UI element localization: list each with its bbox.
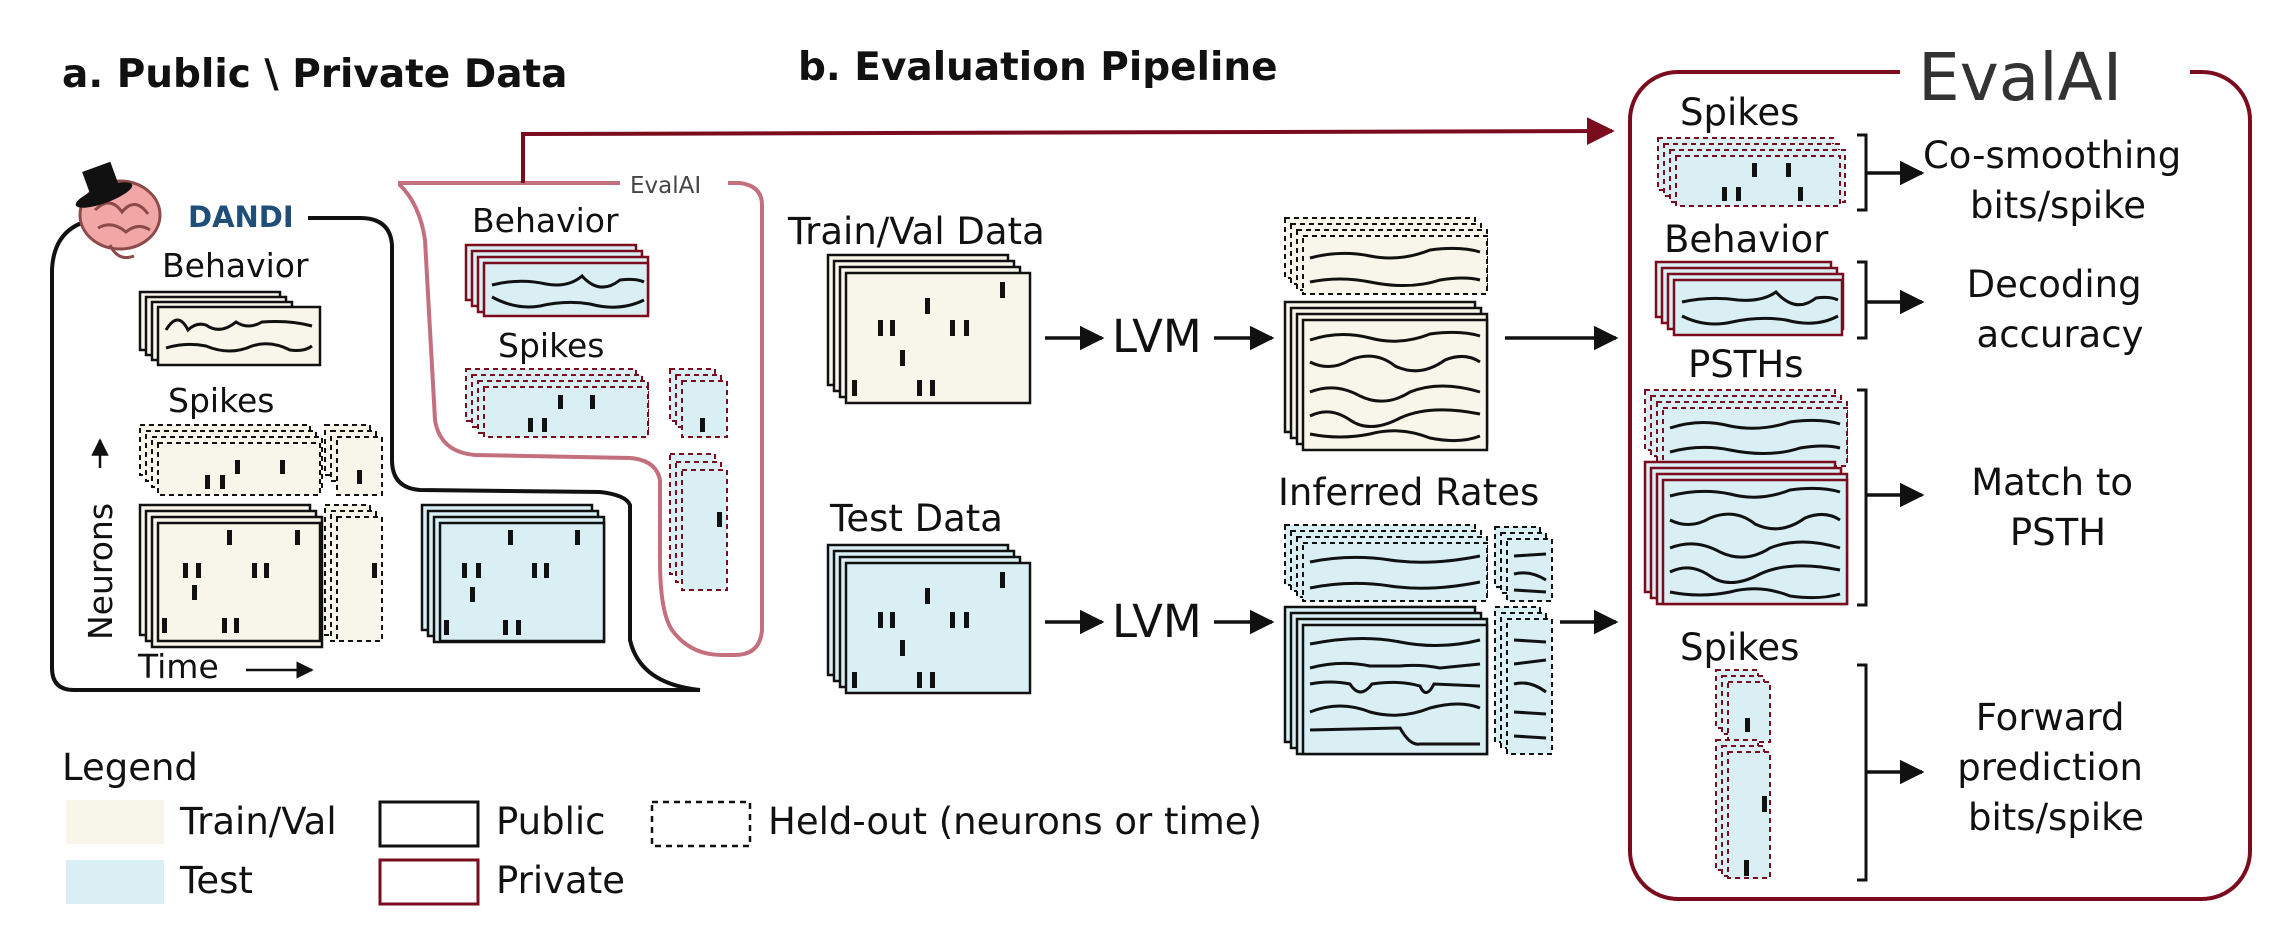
metric-psth: Match to PSTH bbox=[1971, 461, 2145, 554]
dandi-logo: DANDI bbox=[75, 161, 294, 260]
inferred-rates-label: Inferred Rates bbox=[1278, 471, 1539, 514]
metric-decoding-line2: accuracy bbox=[1977, 313, 2144, 356]
evalai-logo: EvalAI bbox=[1918, 39, 2122, 116]
psths-label: PSTHs bbox=[1688, 343, 1804, 386]
metric-cosmoothing-line1: Co-smoothing bbox=[1923, 134, 2181, 177]
metric-decoding: Decoding accuracy bbox=[1967, 263, 2154, 356]
metric-cosmoothing-line2: bits/spike bbox=[1970, 184, 2146, 227]
forward-bracket bbox=[1857, 663, 1868, 882]
psths-stack bbox=[1643, 389, 1849, 606]
behavior-public-stack bbox=[138, 290, 322, 367]
test-data-stack bbox=[826, 543, 1032, 695]
lvm-bottom-label: LVM bbox=[1112, 595, 1202, 648]
spikes-public-stack bbox=[138, 503, 383, 649]
spikes-cosmoothing-stack bbox=[1657, 137, 1846, 207]
behavior-private-label: Behavior bbox=[472, 201, 619, 240]
train-inferred-rates-stack bbox=[1283, 217, 1489, 452]
decoding-bracket bbox=[1857, 260, 1868, 340]
legend-test: Test bbox=[179, 859, 253, 902]
panel-b-title: b. Evaluation Pipeline bbox=[798, 45, 1278, 90]
legend-swatch-held-out bbox=[650, 800, 752, 848]
test-data-label: Test Data bbox=[829, 497, 1003, 540]
public-boundary bbox=[50, 216, 701, 692]
spikes-forward-stack bbox=[1715, 669, 1771, 879]
spikes-private-label: Spikes bbox=[498, 326, 605, 365]
train-val-data-label: Train/Val Data bbox=[787, 210, 1045, 253]
legend-title: Legend bbox=[62, 746, 198, 789]
behavior-evalai-label: Behavior bbox=[1664, 218, 1829, 261]
spikes-private-stack bbox=[465, 368, 728, 591]
top-hat-icon bbox=[75, 161, 133, 208]
legend-held-out: Held-out (neurons or time) bbox=[768, 800, 1262, 843]
metric-forward-line2: prediction bbox=[1957, 746, 2143, 789]
spikes-top-label: Spikes bbox=[1680, 91, 1799, 134]
test-inferred-rates-stack bbox=[1283, 524, 1553, 756]
test-spikes-stack bbox=[420, 503, 606, 644]
legend: Legend Train/Val Test Public Private Hel… bbox=[62, 746, 1262, 906]
neurons-axis-label: Neurons bbox=[81, 503, 120, 640]
behavior-public-label: Behavior bbox=[162, 246, 309, 285]
metric-psth-line2: PSTH bbox=[2010, 511, 2106, 554]
legend-swatch-train-val bbox=[66, 800, 164, 844]
legend-private: Private bbox=[496, 859, 625, 902]
metric-forward-line3: bits/spike bbox=[1968, 796, 2144, 839]
time-axis-label: Time bbox=[137, 647, 219, 686]
panel-a-title: a. Public \ Private Data bbox=[62, 52, 567, 97]
train-val-data-stack bbox=[826, 253, 1032, 405]
behavior-private-stack bbox=[464, 243, 650, 318]
legend-swatch-private bbox=[378, 858, 480, 906]
legend-swatch-test bbox=[66, 860, 164, 904]
legend-train-val: Train/Val bbox=[179, 800, 337, 843]
metric-forward: Forward prediction bits/spike bbox=[1957, 696, 2154, 839]
lvm-top-label: LVM bbox=[1112, 310, 1202, 363]
dandi-label: DANDI bbox=[188, 200, 294, 234]
cosmoothing-bracket bbox=[1857, 133, 1868, 212]
psth-bracket bbox=[1857, 388, 1868, 607]
spikes-public-label: Spikes bbox=[168, 381, 275, 420]
legend-swatch-public bbox=[378, 800, 480, 848]
private-boundary bbox=[398, 181, 764, 657]
metric-decoding-line1: Decoding bbox=[1967, 263, 2142, 306]
metric-cosmoothing: Co-smoothing bits/spike bbox=[1923, 134, 2193, 227]
spikes-public-heldout-stack bbox=[139, 424, 383, 496]
legend-public: Public bbox=[496, 800, 606, 843]
evalai-small-logo: EvalAI bbox=[630, 173, 701, 199]
metric-forward-line1: Forward bbox=[1976, 696, 2125, 739]
private-to-evalai-arrow bbox=[521, 117, 1615, 183]
spikes-bottom-label: Spikes bbox=[1680, 626, 1799, 669]
behavior-decoding-stack bbox=[1654, 260, 1845, 337]
metric-psth-line1: Match to bbox=[1971, 461, 2133, 504]
